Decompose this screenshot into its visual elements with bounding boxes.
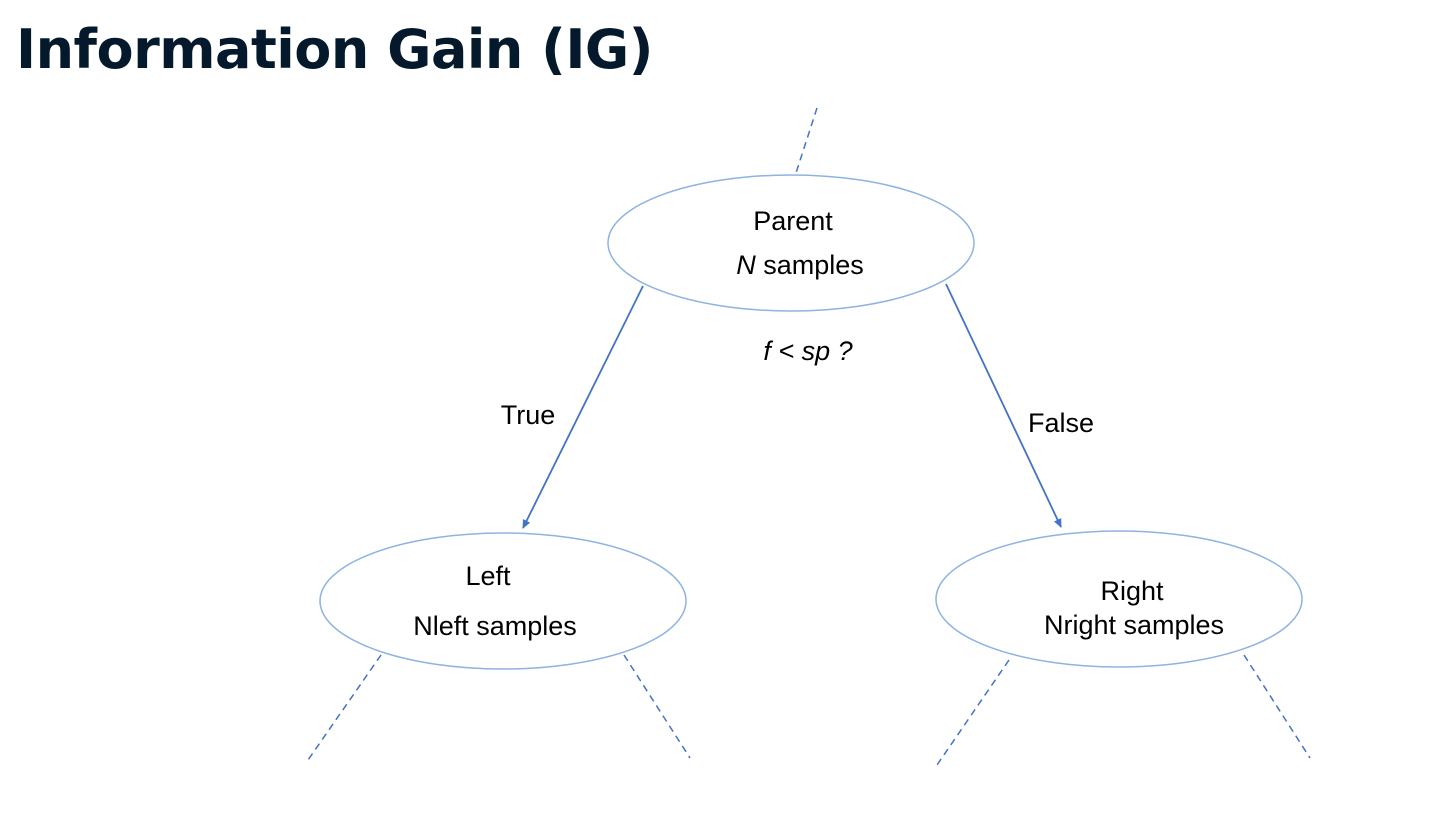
left-node [319,532,687,670]
left-node-label: Left [465,561,511,591]
true-edge [522,285,644,529]
parent-n-symbol: N [736,250,756,280]
page-title: Information Gain (IG) [16,18,653,81]
false-edge-label: False [1028,408,1094,438]
split-condition: f < sp ? [763,336,852,366]
parent-samples-text: samples [756,250,864,280]
true-edge-label: True [501,400,556,430]
parent-node-label: Parent [753,206,833,236]
right-node-label: Right [1100,576,1164,606]
false-edge [945,283,1062,528]
incoming-dashed-edge [794,107,818,177]
left-node-dashed-edge-left [307,654,382,761]
parent-node-samples: N samples [736,250,864,280]
right-node-dashed-edge-right [1243,654,1311,759]
right-node [935,530,1303,668]
parent-node [607,174,975,312]
right-node-samples: Nright samples [1044,610,1224,640]
left-node-samples: Nleft samples [413,611,577,641]
left-node-dashed-edge-right [623,654,691,759]
right-node-dashed-edge-left [936,659,1010,766]
